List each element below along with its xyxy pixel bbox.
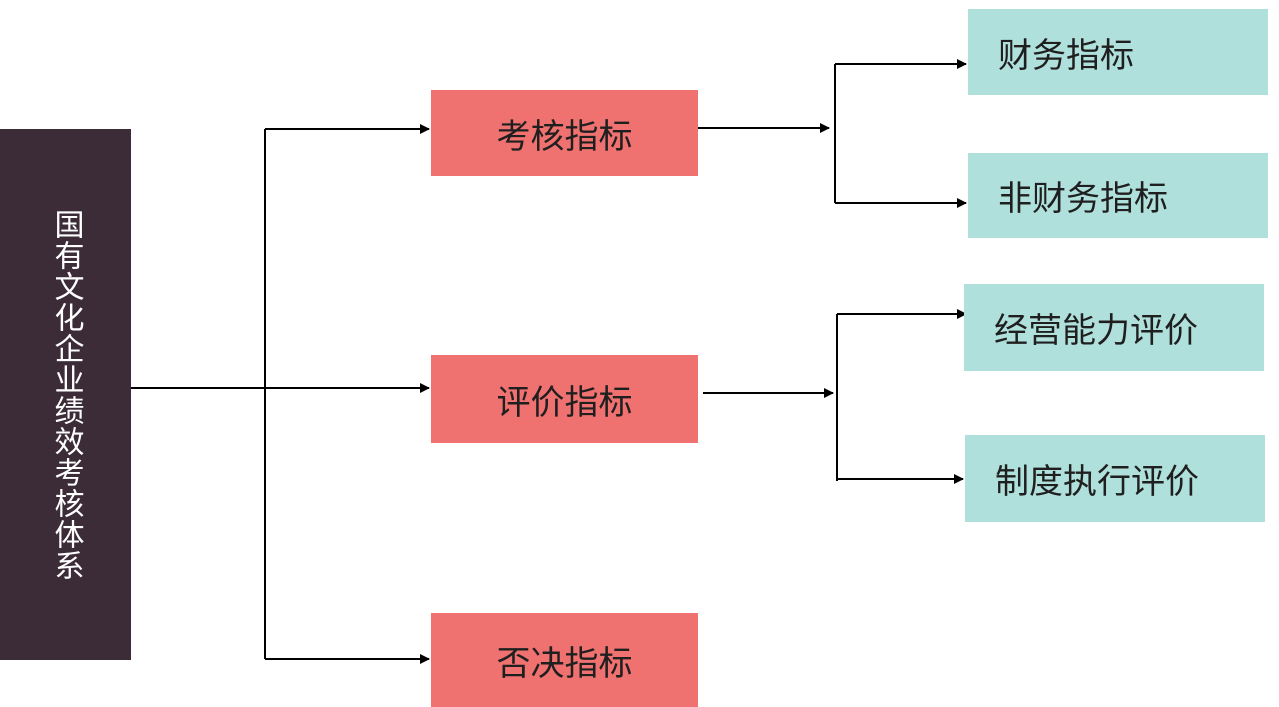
node-pingjia-zhibiao-label: 评价指标 <box>496 382 633 423</box>
node-caiwu-zhibiao-label: 财务指标 <box>998 35 1134 76</box>
root-node: 国有文化企业绩效考核体系 <box>0 129 131 660</box>
node-feicaiwu-zhibiao-label: 非财务指标 <box>998 179 1168 219</box>
node-pingjia-zhibiao: 评价指标 <box>431 355 698 443</box>
node-kaohe-zhibiao: 考核指标 <box>431 90 698 176</box>
node-kaohe-zhibiao-label: 考核指标 <box>496 116 633 157</box>
node-caiwu-zhibiao: 财务指标 <box>968 9 1268 95</box>
node-foujue-zhibiao: 否决指标 <box>431 613 698 707</box>
node-feicaiwu-zhibiao: 非财务指标 <box>968 153 1268 238</box>
node-zhidu-zhixing-pingjia-label: 制度执行评价 <box>995 462 1199 502</box>
node-foujue-zhibiao-label: 否决指标 <box>496 643 633 684</box>
root-node-label: 国有文化企业绩效考核体系 <box>48 208 84 581</box>
node-jingying-nengli-pingjia: 经营能力评价 <box>964 284 1264 371</box>
node-zhidu-zhixing-pingjia: 制度执行评价 <box>965 435 1265 522</box>
node-jingying-nengli-pingjia-label: 经营能力评价 <box>994 311 1198 351</box>
